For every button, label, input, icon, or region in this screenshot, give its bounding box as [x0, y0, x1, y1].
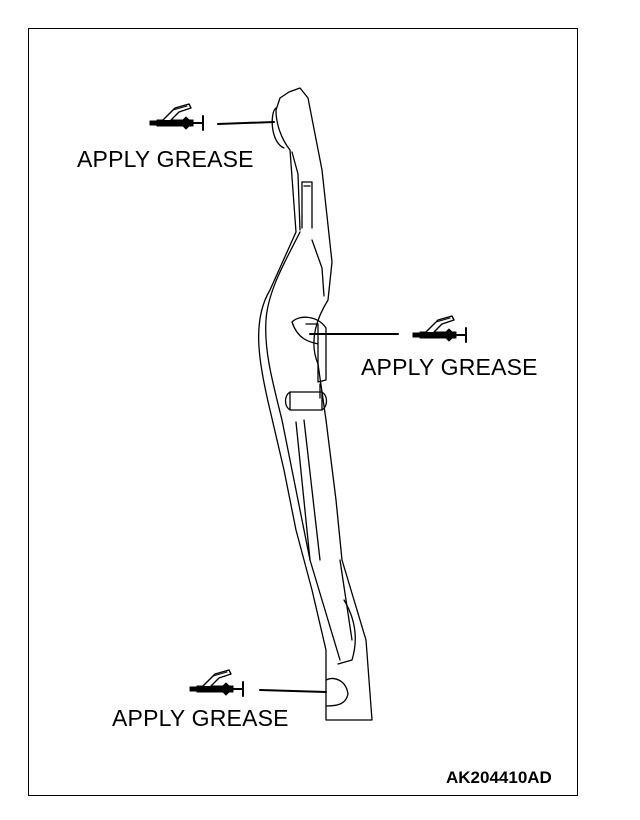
figure-code: AK204410AD: [446, 768, 552, 787]
grease-gun-icon: [149, 103, 204, 131]
apply-grease-label-middle: APPLY GREASE: [361, 354, 538, 380]
grease-gun-icon: [189, 669, 244, 697]
leader-lines: [217, 121, 399, 693]
apply-grease-label-top: APPLY GREASE: [77, 146, 254, 172]
apply-grease-label-bottom: APPLY GREASE: [112, 705, 289, 731]
leader-line-top: [217, 121, 275, 125]
leader-line-bottom: [259, 689, 327, 693]
grease-gun-icon: [412, 315, 467, 343]
diagram-frame: [28, 28, 578, 796]
lever-outline: [258, 87, 373, 721]
lever-part: [258, 87, 373, 721]
